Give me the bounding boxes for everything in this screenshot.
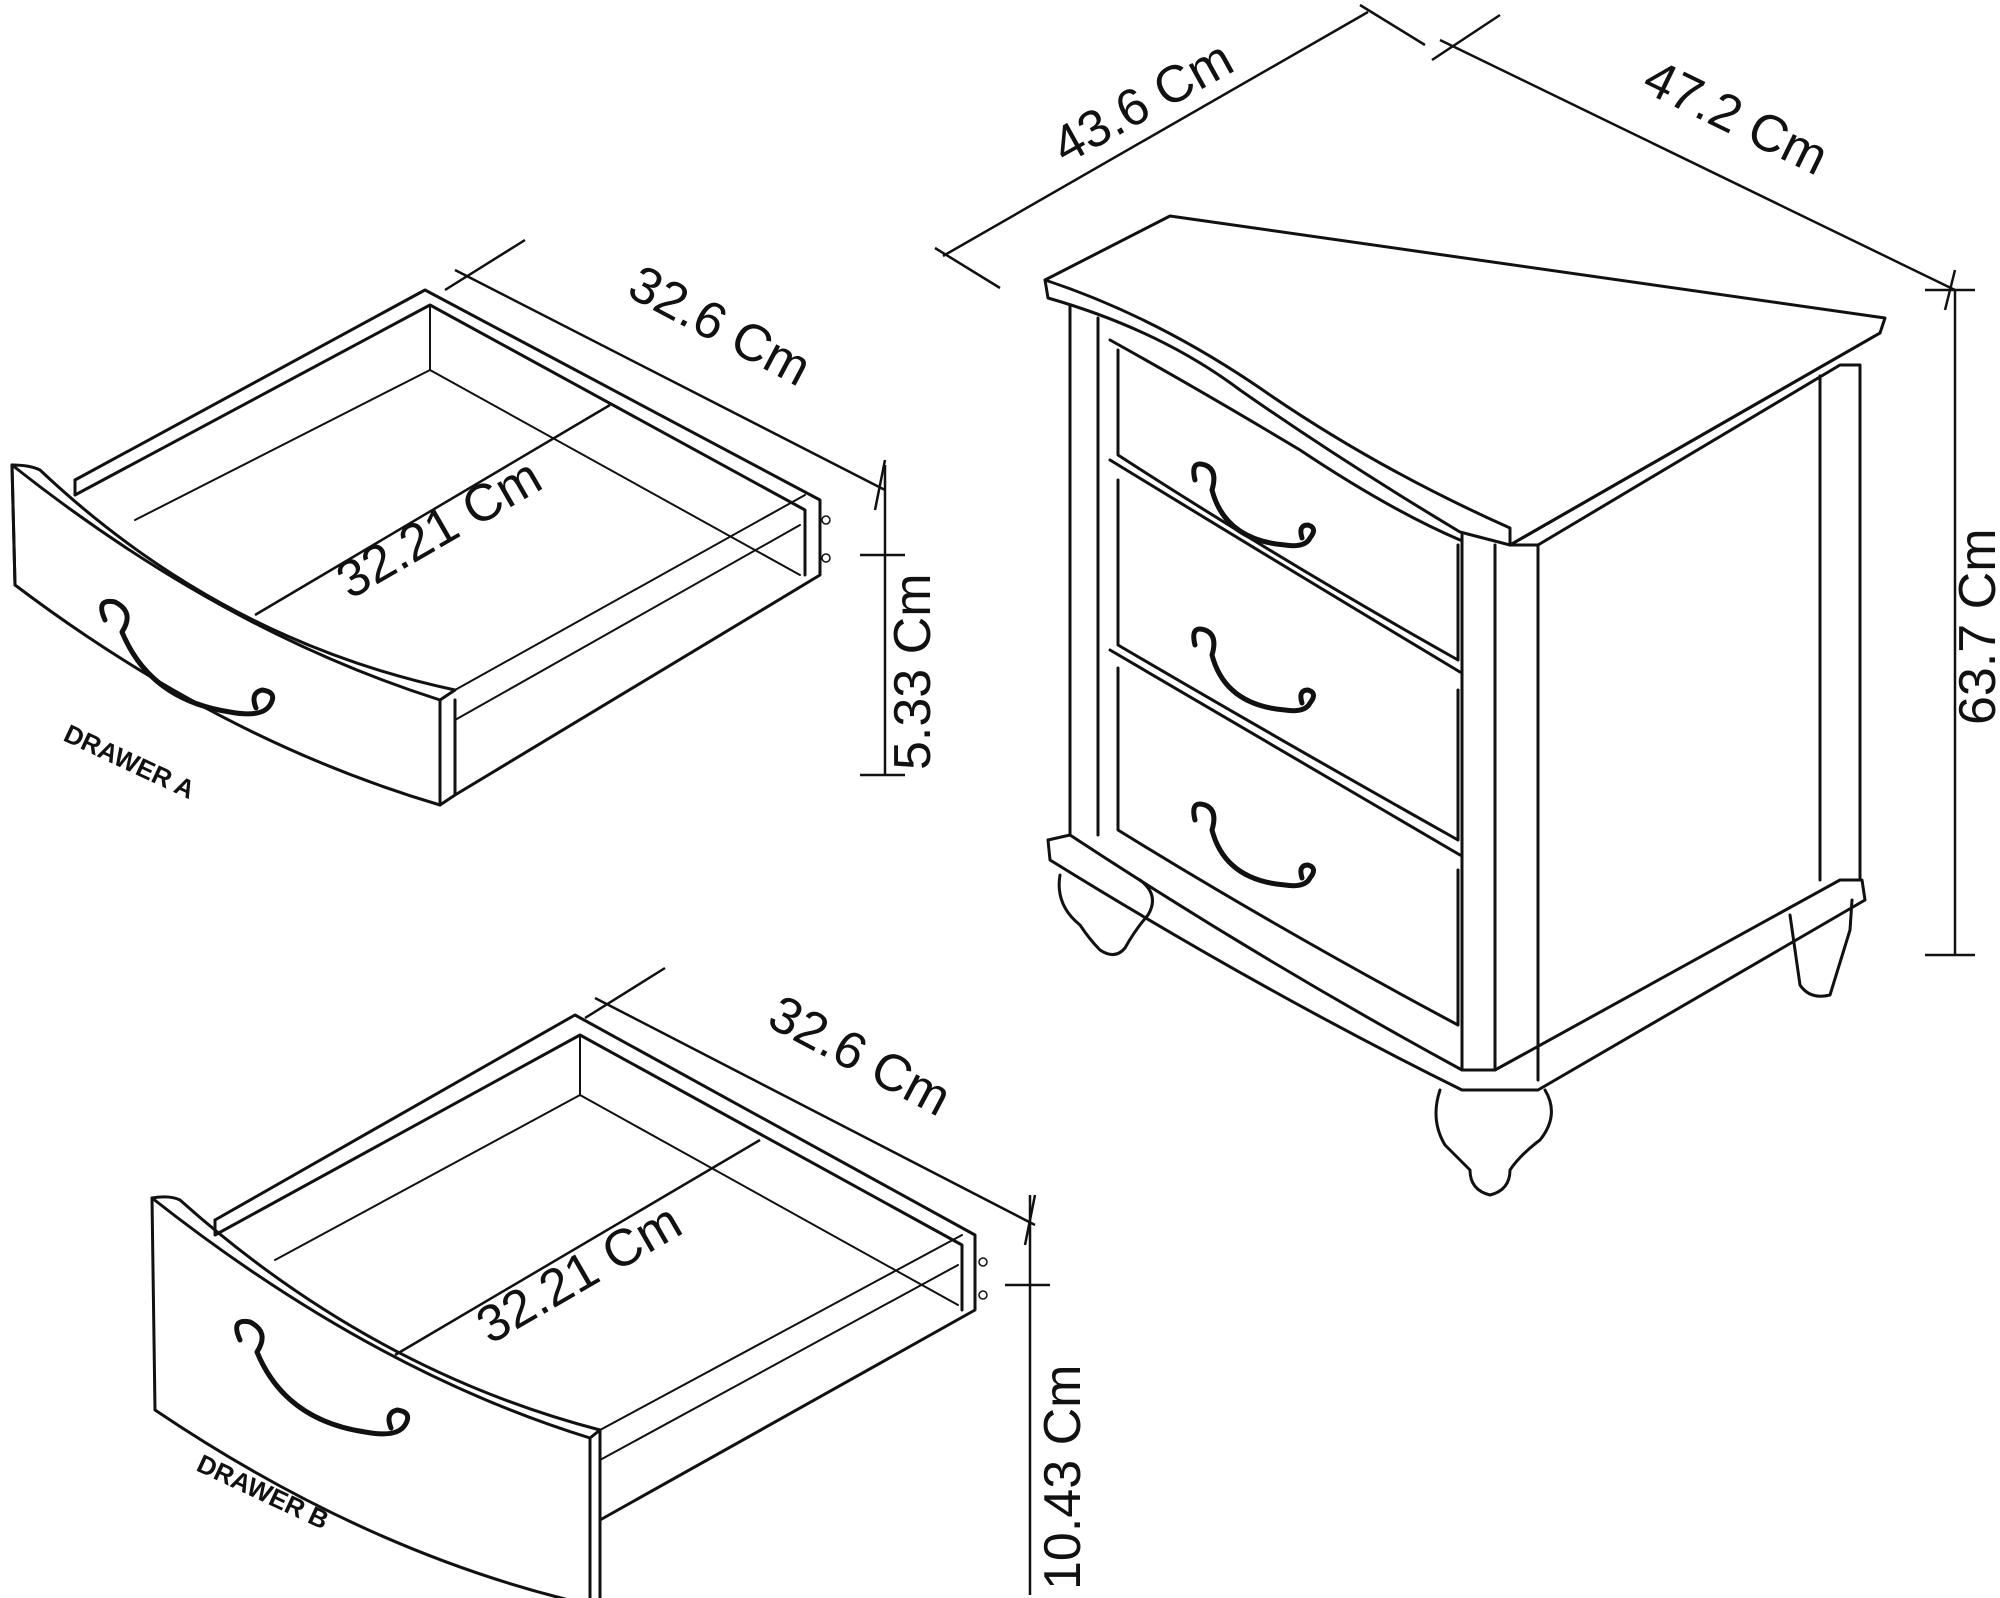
dimension-line-height bbox=[1005, 1195, 1050, 1595]
drawer-b-inner-width-label: 32.21 Cm bbox=[467, 1192, 691, 1355]
drawer-handle-icon bbox=[99, 598, 276, 717]
dimension-line-width bbox=[934, 3, 1426, 290]
drawer-b-depth-label: 32.6 Cm bbox=[759, 984, 960, 1127]
drawer-b-height-label: 10.43 Cm bbox=[1034, 1365, 1092, 1590]
drawer-a-caption: DRAWER A bbox=[59, 718, 199, 805]
dimension-line-height bbox=[1925, 288, 1975, 957]
dimension-line-inner-width bbox=[254, 403, 611, 617]
cabinet-height-label: 63.7 Cm bbox=[1949, 528, 2000, 725]
drawer-handle-icon bbox=[1191, 626, 1316, 714]
drawer-a-height-label: 5.33 Cm bbox=[884, 573, 942, 770]
dimension-line-height bbox=[860, 465, 905, 777]
cabinet-depth-label: 47.2 Cm bbox=[1635, 49, 1837, 187]
drawer-handle-icon bbox=[1191, 461, 1316, 549]
drawer-a: 32.6 Cm 32.21 Cm 5.33 Cm DRAWER A bbox=[10, 238, 942, 807]
drawer-a-depth-label: 32.6 Cm bbox=[619, 254, 820, 397]
drawer-b-caption: DRAWER B bbox=[192, 1448, 333, 1535]
dimension-line-inner-width bbox=[394, 1138, 761, 1357]
drawer-b: 32.6 Cm 32.21 Cm 10.43 Cm DRAWER B bbox=[150, 966, 1092, 1598]
drawer-a-inner-width-label: 32.21 Cm bbox=[327, 447, 551, 610]
drawer-handle-icon bbox=[234, 1318, 411, 1437]
bedside-cabinet: 43.6 Cm 47.2 Cm 63.7 Cm bbox=[934, 3, 2000, 1197]
dimension-line-depth bbox=[444, 238, 887, 511]
drawer-handle-icon bbox=[1191, 801, 1316, 889]
